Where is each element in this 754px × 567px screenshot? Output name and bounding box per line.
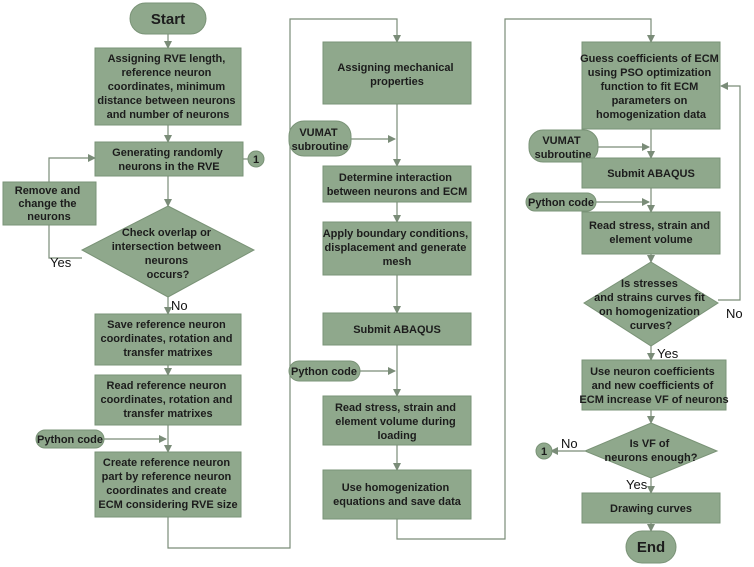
assign-rve-box: Assigning RVE length, reference neuron c… xyxy=(94,47,242,126)
read-stress-label-1: Read stress, strain and element volume d… xyxy=(335,402,459,442)
submit-abaqus-label-1: Submit ABAQUS xyxy=(353,324,441,336)
use-neuron-coeff-label: Use neuron coefficients and new coeffici… xyxy=(579,366,728,406)
vumat-input-2: VUMAT subroutine xyxy=(528,129,599,163)
vumat-label-1: VUMAT subroutine xyxy=(292,127,349,153)
python-code-input-3: Python code xyxy=(525,192,597,212)
check-overlap-label: Check overlap or intersection between ne… xyxy=(112,227,224,281)
use-neuron-coeff-box: Use neuron coefficients and new coeffici… xyxy=(579,359,729,411)
yes-edge-label-2: Yes xyxy=(657,346,679,361)
fit-curves-decision: Is stresses and strains curves fit on ho… xyxy=(583,261,719,347)
save-ref-box: Save reference neuron coordinates, rotat… xyxy=(94,313,242,366)
submit-abaqus-label-2: Submit ABAQUS xyxy=(607,168,695,180)
assign-rve-label: Assigning RVE length, reference neuron c… xyxy=(97,53,238,121)
apply-bc-box: Apply boundary conditions, displacement … xyxy=(322,221,472,276)
submit-abaqus-box-2: Submit ABAQUS xyxy=(581,157,721,189)
guess-coeff-label: Guess coefficients of ECM using PSO opti… xyxy=(580,53,722,121)
read-ref-label: Read reference neuron coordinates, rotat… xyxy=(100,380,235,420)
fit-curves-label: Is stresses and strains curves fit on ho… xyxy=(594,278,708,332)
generating-box: Generating randomly neurons in the RVE xyxy=(94,141,244,177)
assign-mech-box: Assigning mechanical properties xyxy=(322,41,472,105)
vumat-input-1: VUMAT subroutine xyxy=(288,120,352,157)
assign-mech-label: Assigning mechanical properties xyxy=(337,62,456,88)
generating-label: Generating randomly neurons in the RVE xyxy=(112,147,226,173)
python-code-label: Python code xyxy=(37,434,103,446)
save-ref-label: Save reference neuron coordinates, rotat… xyxy=(100,319,235,359)
read-stress-box-1: Read stress, strain and element volume d… xyxy=(322,395,472,446)
create-ref-box: Create reference neuron part by referenc… xyxy=(94,451,242,518)
connector-1-label-right: 1 xyxy=(541,446,547,458)
create-ref-label: Create reference neuron part by referenc… xyxy=(98,457,237,511)
connectors xyxy=(48,18,741,549)
guess-coeff-box: Guess coefficients of ECM using PSO opti… xyxy=(580,41,722,130)
offpage-connector-1-right: 1 xyxy=(535,442,553,460)
drawing-curves-box: Drawing curves xyxy=(581,492,721,524)
no-edge-label-2: No xyxy=(726,306,743,321)
submit-abaqus-box-1: Submit ABAQUS xyxy=(322,312,472,346)
check-overlap-decision: Check overlap or intersection between ne… xyxy=(80,205,256,298)
read-stress-label-2: Read stress, strain and element volume xyxy=(589,220,713,246)
end-label: End xyxy=(637,539,665,556)
start-label: Start xyxy=(151,11,185,28)
connector-1-label: 1 xyxy=(253,154,259,166)
start-terminator: Start xyxy=(129,2,207,35)
vf-enough-decision: Is VF of neurons enough? xyxy=(583,422,719,479)
python-code-input-1: Python code xyxy=(35,429,105,449)
read-stress-box-2: Read stress, strain and element volume xyxy=(581,211,721,255)
homogenization-label: Use homogenization equations and save da… xyxy=(333,482,462,508)
no-edge-label: No xyxy=(171,298,188,313)
yes-edge-label: Yes xyxy=(50,255,72,270)
remove-change-box: Remove and change the neurons xyxy=(2,181,97,226)
determine-interaction-box: Determine interaction between neurons an… xyxy=(322,165,472,203)
python-code-label-3: Python code xyxy=(528,197,594,209)
vumat-label-2: VUMAT subroutine xyxy=(535,135,592,161)
vf-enough-label: Is VF of neurons enough? xyxy=(605,438,698,464)
python-code-label-2: Python code xyxy=(291,366,357,378)
read-ref-box: Read reference neuron coordinates, rotat… xyxy=(94,374,242,426)
offpage-connector-1-left: 1 xyxy=(247,150,265,168)
end-terminator: End xyxy=(625,530,677,564)
yes-edge-label-3: Yes xyxy=(626,477,648,492)
remove-change-label: Remove and change the neurons xyxy=(15,185,83,223)
no-edge-label-3: No xyxy=(561,436,578,451)
drawing-curves-label: Drawing curves xyxy=(610,503,692,515)
apply-bc-label: Apply boundary conditions, displacement … xyxy=(323,228,472,268)
python-code-input-2: Python code xyxy=(288,360,361,382)
determine-interaction-label: Determine interaction between neurons an… xyxy=(327,172,468,198)
homogenization-box: Use homogenization equations and save da… xyxy=(322,469,472,520)
